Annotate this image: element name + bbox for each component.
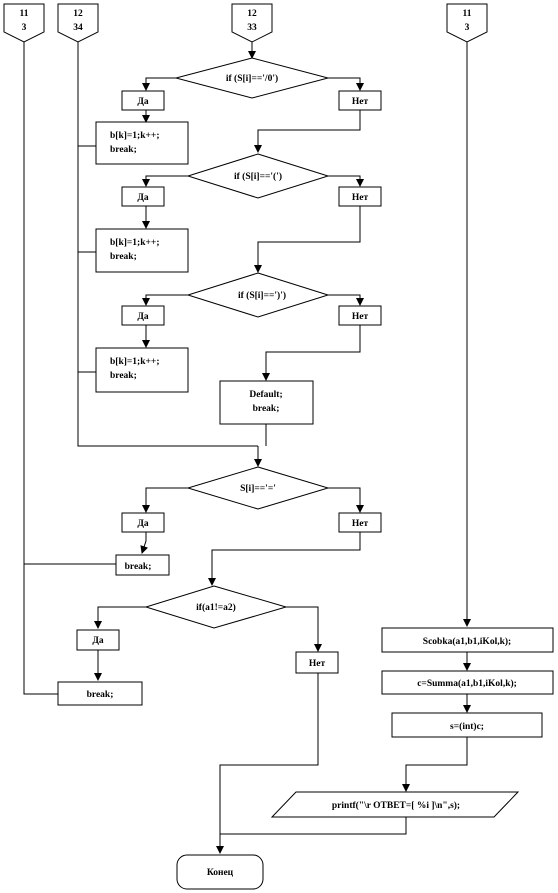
no-label: Нет — [352, 97, 369, 107]
no-box: Нет — [338, 512, 382, 533]
process-line: c=Summa(a1,b1,iKol,k); — [417, 678, 517, 689]
process-box-break-b: break; — [57, 681, 143, 706]
offpage-connector-12-34: 12 34 — [57, 3, 99, 43]
offpage-connector-12-33: 12 33 — [231, 3, 273, 43]
decision-if-a1-ne-a2: if(a1!=a2) — [144, 585, 288, 629]
process-box-scobka: Scobka(a1,b1,iKol,k); — [381, 627, 554, 653]
no-box: Нет — [338, 186, 382, 207]
no-label: Нет — [309, 659, 326, 669]
yes-label: Да — [137, 97, 149, 107]
process-line: break; — [125, 562, 152, 572]
connector-label: 11 — [463, 9, 472, 19]
decision-if-equals: S[i]=='=' — [186, 466, 330, 510]
process-box-bk-2: b[k]=1;k++; break; — [95, 228, 189, 273]
decision-if-close-paren: if (S[i]==')') — [186, 272, 330, 318]
process-box-bk-3: b[k]=1;k++; break; — [95, 347, 189, 393]
io-label: printf("\r ОТВЕТ=[ %i ]\n",s); — [332, 800, 460, 811]
process-line: Default; — [249, 390, 282, 400]
terminator-end: Конец — [176, 854, 264, 890]
decision-label: if (S[i]==')') — [238, 290, 286, 301]
connector-label: 33 — [247, 23, 257, 33]
yes-box: Да — [121, 512, 165, 533]
process-line: break; — [110, 252, 137, 262]
process-line: s=(int)c; — [450, 721, 484, 732]
no-box: Нет — [295, 651, 339, 674]
offpage-connector-11-3-left: 11 3 — [3, 3, 45, 43]
flow-lines — [23, 42, 471, 854]
offpage-connector-11-3-right: 11 3 — [446, 3, 488, 43]
no-box: Нет — [338, 305, 382, 326]
process-line: break; — [87, 690, 114, 700]
connector-label: 34 — [73, 23, 83, 33]
decision-if-open-paren: if (S[i]=='(') — [186, 153, 330, 199]
connector-label: 3 — [465, 23, 470, 33]
connector-label: 12 — [247, 9, 257, 19]
yes-label: Да — [137, 312, 149, 322]
no-label: Нет — [352, 312, 369, 322]
connector-label: 11 — [20, 9, 29, 19]
process-box-s-assign: s=(int)c; — [391, 712, 543, 738]
yes-label: Да — [92, 636, 104, 646]
process-line: b[k]=1;k++; — [110, 357, 160, 367]
process-box-bk-1: b[k]=1;k++; break; — [95, 121, 189, 165]
io-printf: printf("\r ОТВЕТ=[ %i ]\n",s); — [270, 791, 520, 818]
yes-label: Да — [137, 193, 149, 203]
decision-label: S[i]=='=' — [240, 484, 276, 494]
connector-label: 12 — [73, 9, 83, 19]
process-line: break; — [253, 404, 280, 414]
process-line: b[k]=1;k++; — [110, 131, 160, 141]
yes-box: Да — [76, 629, 120, 651]
yes-box: Да — [121, 186, 165, 207]
yes-box: Да — [121, 90, 165, 111]
decision-if-null: if (S[i]=='/0') — [174, 57, 330, 99]
no-label: Нет — [352, 519, 369, 529]
yes-label: Да — [137, 519, 149, 529]
yes-box: Да — [121, 305, 165, 326]
process-line: break; — [110, 145, 137, 155]
process-line: Scobka(a1,b1,iKol,k); — [423, 636, 511, 647]
decision-label: if (S[i]=='/0') — [226, 73, 278, 84]
no-box: Нет — [338, 90, 382, 111]
decision-label: if(a1!=a2) — [196, 602, 236, 613]
process-box-break-a: break; — [115, 554, 170, 576]
process-line: b[k]=1;k++; — [110, 238, 160, 248]
process-box-summa: c=Summa(a1,b1,iKol,k); — [381, 670, 554, 695]
connector-label: 3 — [22, 23, 27, 33]
no-label: Нет — [352, 193, 369, 203]
process-line: break; — [110, 371, 137, 381]
process-box-default: Default; break; — [219, 380, 314, 425]
decision-label: if (S[i]=='(') — [234, 171, 282, 182]
end-label: Конец — [207, 868, 234, 878]
